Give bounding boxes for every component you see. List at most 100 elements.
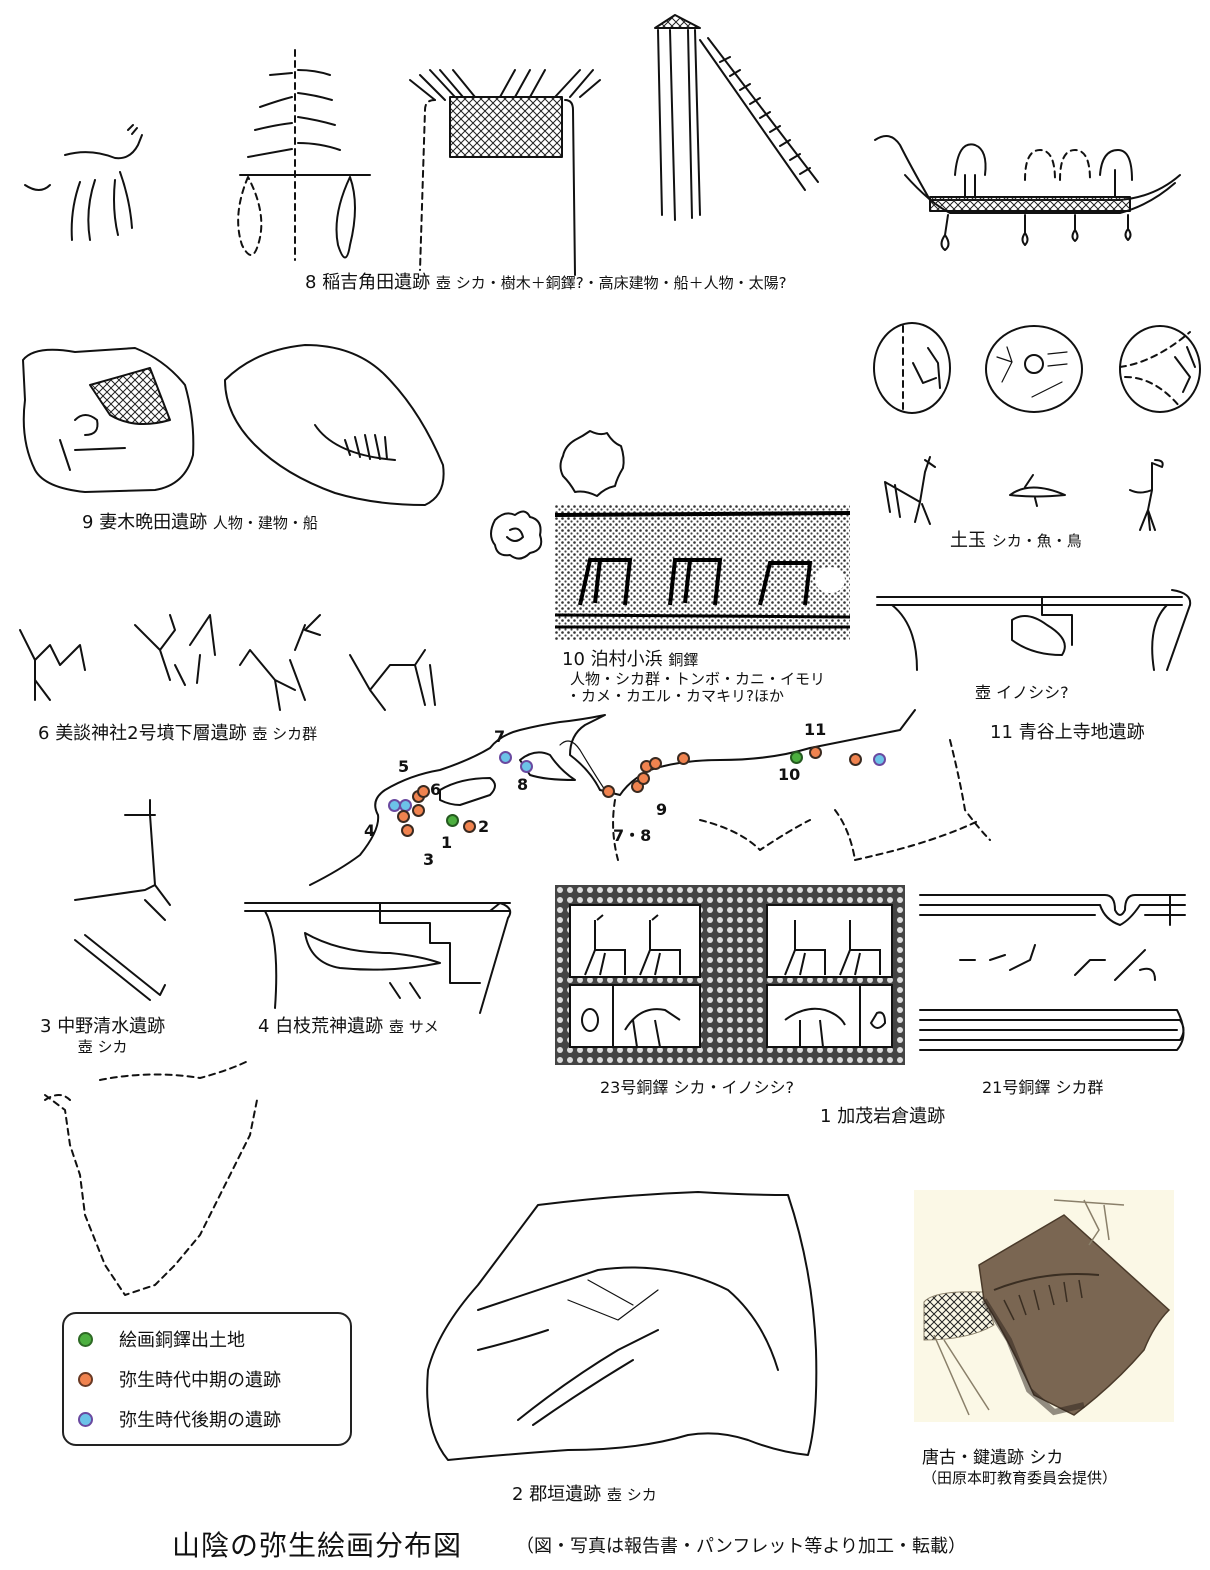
map-label: 10 [778,765,801,784]
site8-num: 8 [305,272,317,293]
boat-with-people-drawing [874,135,1181,251]
leaf-shape-drawing [490,510,543,560]
map-dot-bronze [790,751,803,764]
deer-drawing [24,124,143,241]
site10-bell-fragment [555,505,850,640]
dogyoku-name: 土玉 [950,530,986,551]
legend-item-middle-yayoi: 弥生時代中期の遺跡 [78,1366,281,1392]
site10-type: 銅鐸 [668,651,699,669]
map-dot-middle [602,785,615,798]
site2-caption: 2 郡垣遺跡 壺 シカ [512,1484,657,1506]
map-label: 1 [441,833,453,852]
map-dot-middle [417,785,430,798]
map-dot-middle [637,772,650,785]
legend-label: 弥生時代中期の遺跡 [119,1370,281,1391]
site10-motifs-line2: ・カメ・カエル・カマキリ?ほか [566,686,784,705]
site11-num: 11 [990,722,1013,743]
map-dot-middle [649,757,662,770]
legend-item-bronze-bell: 絵画銅鐸出土地 [78,1326,245,1352]
clay-ball-1-drawing [873,322,951,414]
legend-label: 絵画銅鐸出土地 [119,1330,245,1351]
site11-name: 青谷上寺地遺跡 [1018,722,1145,743]
dogyoku-caption: 土玉 シカ・魚・鳥 [950,530,1082,552]
site3-num: 3 [40,1016,52,1037]
map-dot-late [520,760,533,773]
site6-name: 美談神社2号墳下層遺跡 [55,723,247,744]
site2-num: 2 [512,1484,524,1505]
clay-ball-3-drawing [1119,325,1201,413]
site8-name: 稲吉角田遺跡 [322,272,431,293]
site6-num: 6 [38,723,50,744]
site10-motifs-line1: 人物・シカ群・トンボ・カニ・イモリ [570,669,826,688]
dogyoku-detail: シカ・魚・鳥 [991,532,1082,550]
orange-dot-icon [78,1371,93,1387]
site1-caption: 1 加茂岩倉遺跡 [820,1106,945,1128]
site6-detail: 壺 シカ群 [252,725,318,743]
site11-detail: 壺 イノシシ? [975,683,1069,702]
site2-stone-drawing [426,1191,818,1461]
blue-dot-icon [78,1411,93,1427]
site3-deer-drawing [74,799,171,1001]
legend-label: 弥生時代後期の遺跡 [119,1410,281,1431]
clay-ball-2-drawing [985,325,1083,413]
site11-jar-drawing [876,589,1192,671]
page-title: 山陰の弥生絵画分布図 [172,1529,463,1562]
legend-box: 絵画銅鐸出土地 弥生時代中期の遺跡 弥生時代後期の遺跡 [62,1312,352,1446]
sun-shape-drawing [559,430,625,497]
raised-floor-building-drawing [409,69,601,276]
map-dot-middle [849,753,862,766]
karako-caption: 唐古・鍵遺跡 シカ （田原本町教育委員会提供） [922,1448,1117,1488]
site9-caption: 9 妻木晩田遺跡 人物・建物・船 [82,512,318,534]
page-subtitle: （図・写真は報告書・パンフレット等より加工・転載） [516,1536,966,1557]
site3-name: 中野清水遺跡 [57,1016,166,1037]
site4-shark-jar-drawing [244,902,512,1014]
site8-detail: 壺 シカ・樹木＋銅鐸?・高床建物・船＋人物・太陽? [435,274,787,292]
map-label: 9 [656,800,668,819]
bell23-drawing [555,885,905,1065]
map-dot-late [499,751,512,764]
site10-caption: 10 泊村小浜 銅鐸 人物・シカ群・トンボ・カニ・イモリ ・カメ・カエル・カマキ… [562,649,826,705]
site9-name: 妻木晩田遺跡 [99,512,208,533]
site3-caption: 3 中野清水遺跡 壺 シカ [40,1016,165,1056]
map-dot-middle [397,810,410,823]
map-dot-middle [401,824,414,837]
karako-caption-line1: 唐古・鍵遺跡 シカ [922,1448,1064,1468]
tree-bronze-bell-drawing [237,49,371,261]
green-dot-icon [78,1331,93,1347]
map-dot-middle [412,804,425,817]
map-label: 6 [430,780,442,799]
site2-name: 郡垣遺跡 [529,1484,602,1505]
site4-num: 4 [258,1016,270,1037]
site9-detail: 人物・建物・船 [212,514,318,532]
site8-caption: 8 稲吉角田遺跡 壺 シカ・樹木＋銅鐸?・高床建物・船＋人物・太陽? [305,272,787,294]
dashed-border-outline [44,1094,258,1296]
bell21-drawing [919,894,1186,1051]
map-label: 7・8 [613,826,652,845]
map-label: 7 [494,727,506,746]
site10-num: 10 [562,649,585,670]
map-label: 8 [517,775,529,794]
map-dot-middle [809,746,822,759]
karako-sherd-photo [914,1190,1174,1422]
tall-building-ladder-drawing [654,14,819,221]
site9-num: 9 [82,512,94,533]
fish-figure-drawing [1009,474,1066,507]
map-dot-middle [463,820,476,833]
map-label: 3 [423,850,435,869]
sanin-coastline-map [44,709,991,1101]
map-label: 5 [398,757,410,776]
bird-figure-drawing [1129,459,1164,531]
bell21-caption: 21号銅鐸 シカ群 [982,1078,1104,1097]
bell23-caption: 23号銅鐸 シカ・イノシシ? [600,1078,794,1097]
map-dot-bronze [446,814,459,827]
stone-2-drawing [224,344,445,506]
site2-detail: 壺 シカ [606,1486,657,1504]
map-label: 2 [478,817,490,836]
site10-name: 泊村小浜 [590,649,663,670]
stone-1-drawing [22,347,195,493]
deer-figure-drawing [884,456,936,525]
site6-caption: 6 美談神社2号墳下層遺跡 壺 シカ群 [38,723,317,745]
site1-name: 加茂岩倉遺跡 [837,1106,946,1127]
karako-caption-line2: （田原本町教育委員会提供） [922,1469,1118,1488]
map-dot-late [873,753,886,766]
